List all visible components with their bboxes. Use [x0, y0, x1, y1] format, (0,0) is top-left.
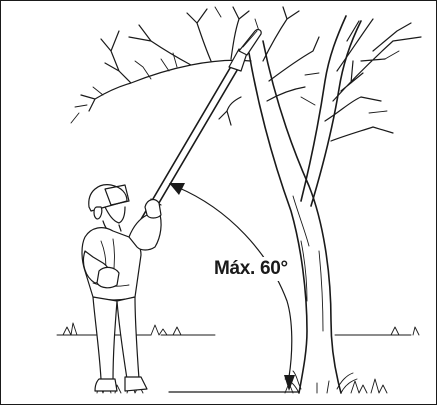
operator-figure	[82, 185, 161, 391]
pole-saw-bar	[239, 30, 261, 55]
tree-right-branches	[325, 19, 421, 141]
tree-right-limb	[301, 16, 346, 201]
operator-earmuff	[94, 207, 102, 219]
max-angle-label: Máx. 60°	[214, 259, 288, 278]
operator-right-leg	[117, 297, 139, 379]
grass-tufts	[63, 323, 419, 393]
operator-right-boot	[125, 377, 147, 391]
angle-indicator	[169, 183, 295, 391]
tree-roots	[285, 371, 357, 393]
angle-arrowhead-bottom	[284, 375, 295, 391]
tree-left-branches	[81, 7, 251, 111]
operator-lower-hand	[97, 267, 119, 287]
operator-left-boot	[95, 379, 117, 391]
angle-arc	[177, 187, 292, 377]
tree-trunk-right-edge	[263, 41, 341, 393]
operator-left-leg	[93, 297, 117, 381]
operator-face	[105, 207, 125, 223]
operator-upper-hand	[145, 200, 161, 218]
